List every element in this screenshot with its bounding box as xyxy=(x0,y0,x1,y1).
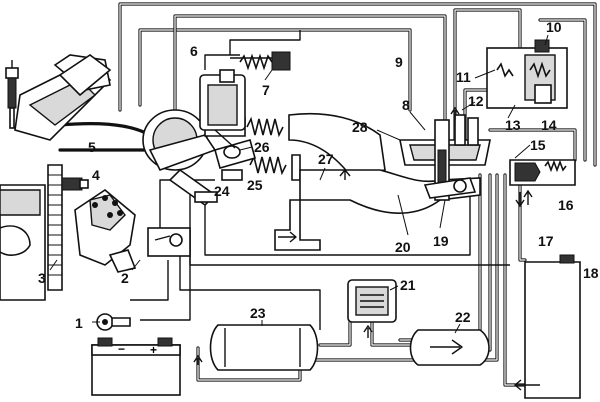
fuel-tank xyxy=(514,254,581,399)
callout-17: 17 xyxy=(538,233,554,249)
callout-26: 26 xyxy=(254,139,270,155)
callout-9: 9 xyxy=(395,54,403,70)
warm-up-regulator xyxy=(486,39,568,109)
battery-negative-terminal: − xyxy=(118,342,125,356)
callout-4: 4 xyxy=(92,167,100,183)
fuel-pump xyxy=(209,324,319,371)
distributor xyxy=(74,189,137,273)
callout-7: 7 xyxy=(262,82,270,98)
flow-arrows xyxy=(193,106,533,365)
auxiliary-air-valve xyxy=(199,51,291,131)
engine-block xyxy=(0,54,112,301)
callout-23: 23 xyxy=(250,305,266,321)
temperature-sensor xyxy=(61,177,89,191)
battery: − + xyxy=(91,337,181,396)
ignition-switch[interactable] xyxy=(96,313,131,331)
callout-5: 5 xyxy=(88,139,96,155)
callout-27: 27 xyxy=(318,151,334,167)
callout-10: 10 xyxy=(546,19,562,35)
callout-6: 6 xyxy=(190,43,198,59)
fuel-distributor xyxy=(399,114,491,201)
callout-12: 12 xyxy=(468,93,484,109)
cold-start-injector xyxy=(509,159,576,186)
fuel-accumulator xyxy=(347,279,397,323)
callout-21: 21 xyxy=(400,277,416,293)
callout-24: 24 xyxy=(214,183,230,199)
spark-plug xyxy=(5,60,19,129)
callout-13: 13 xyxy=(505,117,521,133)
callout-16: 16 xyxy=(558,197,574,213)
air-flow-meter-body xyxy=(142,109,218,207)
battery-positive-terminal: + xyxy=(150,343,157,357)
callout-1: 1 xyxy=(75,315,83,331)
callout-19: 19 xyxy=(433,233,449,249)
callout-14: 14 xyxy=(541,117,557,133)
cold-start-valve-assembly xyxy=(214,129,256,181)
callout-8: 8 xyxy=(402,97,410,113)
callout-18: 18 xyxy=(583,265,599,281)
callout-11: 11 xyxy=(456,69,471,85)
fuel-filter xyxy=(409,329,490,366)
callout-20: 20 xyxy=(395,239,411,255)
callout-22: 22 xyxy=(455,309,471,325)
callout-2: 2 xyxy=(121,270,129,286)
control-relay xyxy=(147,227,191,257)
callout-15: 15 xyxy=(530,137,546,153)
callout-25: 25 xyxy=(247,177,263,193)
callout-3: 3 xyxy=(38,270,46,286)
callout-labels: 1 2 3 4 5 6 7 8 9 10 11 12 13 14 15 16 1… xyxy=(38,19,599,334)
callout-28: 28 xyxy=(352,119,368,135)
